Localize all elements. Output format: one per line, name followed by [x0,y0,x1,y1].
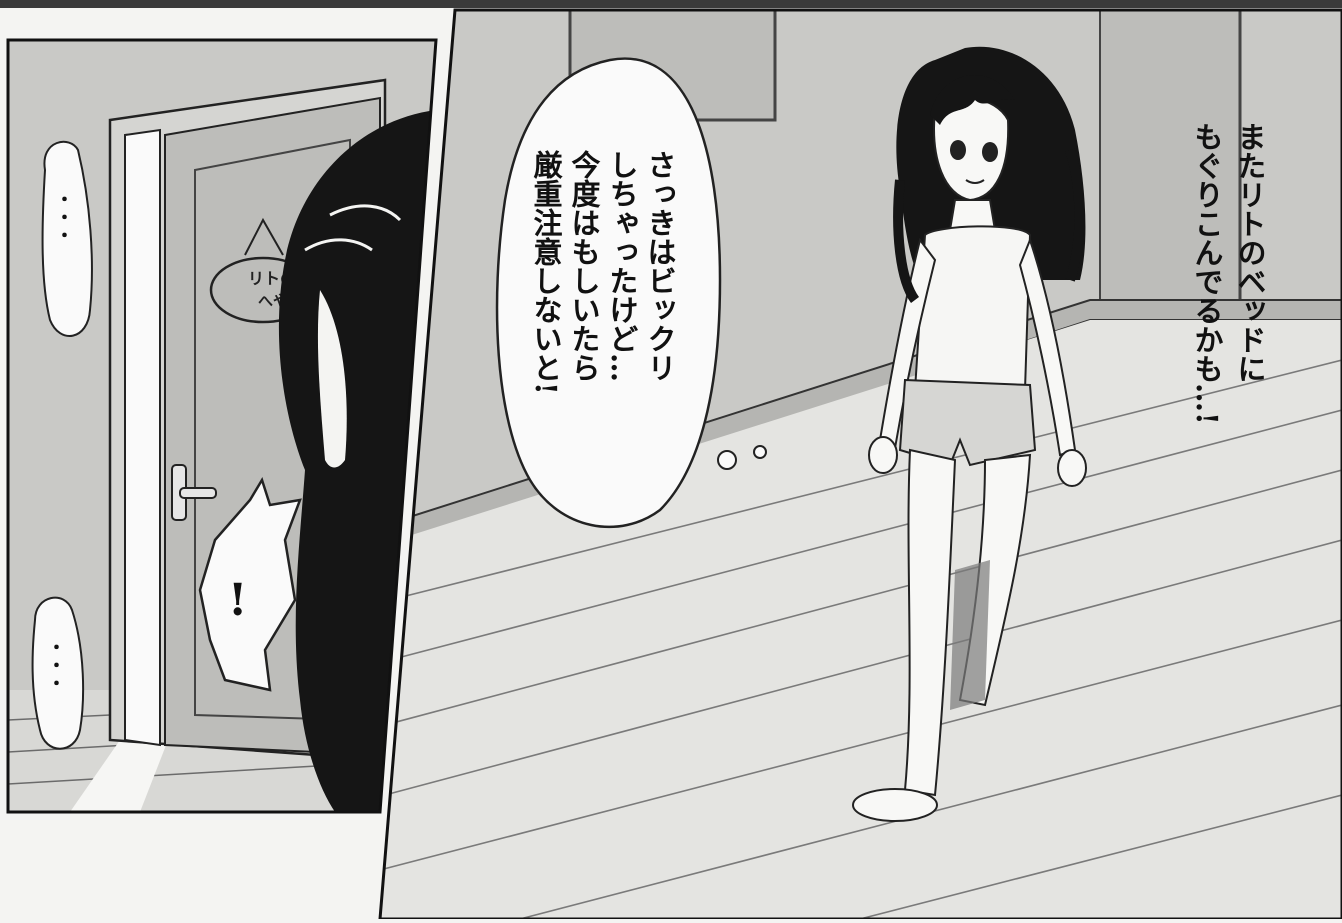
thought-bubble-top-text: ・・・ [53,190,74,244]
right-panel: さっきはビックリ しちゃったけど… 今度はもしいたら 厳重注意しないと! またリ… [378,8,1342,921]
girl-walking [852,46,1087,822]
narration-line-1: またリトのベッドに [1233,122,1267,383]
speech-bubble: さっきはビックリ しちゃったけど… 今度はもしいたら 厳重注意しないと! [495,57,767,529]
thought-bubble-bottom: ・・・ [31,596,85,750]
speech-line-4: 厳重注意しないと! [529,149,563,395]
thought-bubble-top: ・・・ [41,140,93,337]
right-floor-boards [380,359,1342,919]
exclamation-mark: ! [228,575,247,626]
left-panel-border [6,38,438,814]
speech-line-1: さっきはビックリ [643,150,677,382]
thought-bubble-bottom-text: ・・・ [45,638,66,692]
narration-line-2: もぐりこんでるかも…! [1190,122,1224,425]
right-floor [380,320,1342,919]
light-spill [70,735,170,812]
left-panel: リトの へや ! ・・・ [6,38,438,814]
speech-line-3: 今度はもしいたら [567,149,601,382]
speech-line-2: しちゃったけど… [605,150,639,382]
top-panel-edge [0,0,1342,8]
narration: またリトのベッドに もぐりこんでるかも…! [1190,122,1267,425]
door-handle [171,464,217,521]
exclamation-bubble: ! [198,476,302,692]
right-panel-border [378,8,1342,921]
